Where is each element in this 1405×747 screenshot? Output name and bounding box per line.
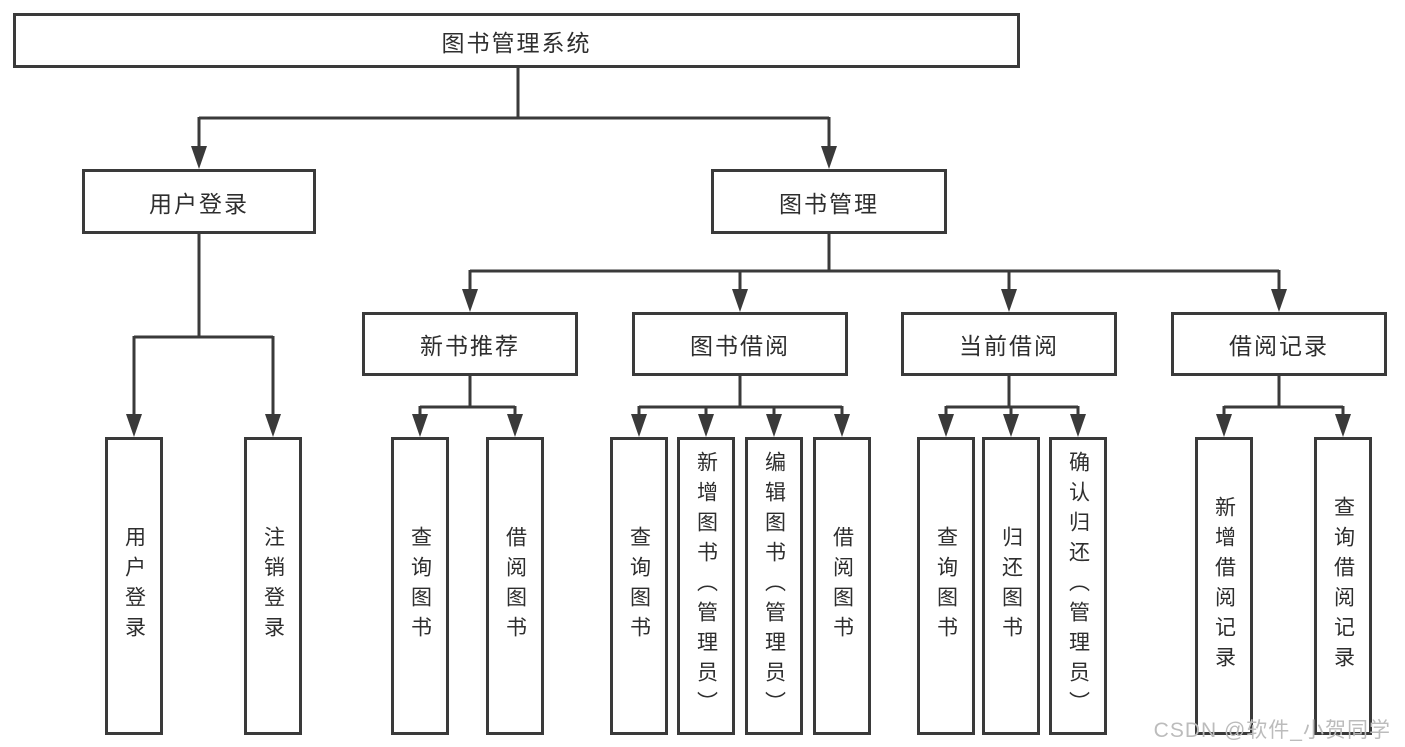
node-book-management-branch: 图书管理: [711, 169, 947, 234]
leaf-query-borrow-record: 查询借阅记录: [1314, 437, 1372, 735]
node-borrowing-records: 借阅记录: [1171, 312, 1387, 376]
node-label: 图书借阅: [690, 333, 790, 359]
node-user-login-branch: 用户登录: [82, 169, 316, 234]
leaf-label: 归还图书: [999, 526, 1023, 646]
node-label: 当前借阅: [959, 333, 1059, 359]
leaf-edit-books-admin: 编辑图书（管理员）: [745, 437, 803, 735]
leaf-borrow-books-1: 借阅图书: [486, 437, 544, 735]
leaf-label: 确认归还（管理员）: [1066, 451, 1090, 721]
leaf-label: 借阅图书: [830, 526, 854, 646]
leaf-borrow-books-2: 借阅图书: [813, 437, 871, 735]
node-book-borrowing: 图书借阅: [632, 312, 848, 376]
node-current-borrowing: 当前借阅: [901, 312, 1117, 376]
leaf-query-books-3: 查询图书: [917, 437, 975, 735]
leaf-user-login: 用户登录: [105, 437, 163, 735]
leaf-query-books-1: 查询图书: [391, 437, 449, 735]
leaf-label: 查询图书: [408, 526, 432, 646]
leaf-confirm-return-admin: 确认归还（管理员）: [1049, 437, 1107, 735]
node-label: 借阅记录: [1229, 333, 1329, 359]
node-label: 用户登录: [149, 190, 249, 217]
leaf-label: 借阅图书: [503, 526, 527, 646]
node-label: 新书推荐: [420, 333, 520, 359]
leaf-add-books-admin: 新增图书（管理员）: [677, 437, 735, 735]
leaf-label: 查询借阅记录: [1331, 496, 1355, 676]
node-library-management-system: 图书管理系统: [13, 13, 1020, 68]
leaf-label: 新增借阅记录: [1212, 496, 1236, 676]
leaf-label: 编辑图书（管理员）: [762, 451, 786, 721]
leaf-label: 查询图书: [934, 526, 958, 646]
leaf-label: 新增图书（管理员）: [694, 451, 718, 721]
leaf-return-books: 归还图书: [982, 437, 1040, 735]
leaf-label: 注销登录: [261, 526, 285, 646]
leaf-label: 用户登录: [122, 526, 146, 646]
leaf-add-borrow-record: 新增借阅记录: [1195, 437, 1253, 735]
node-label: 图书管理系统: [441, 29, 592, 56]
leaf-label: 查询图书: [627, 526, 651, 646]
node-label: 图书管理: [779, 190, 879, 217]
leaf-logout: 注销登录: [244, 437, 302, 735]
leaf-query-books-2: 查询图书: [610, 437, 668, 735]
csdn-watermark: CSDN @软件_小贺同学: [1153, 719, 1391, 742]
node-new-book-recommend: 新书推荐: [362, 312, 578, 376]
